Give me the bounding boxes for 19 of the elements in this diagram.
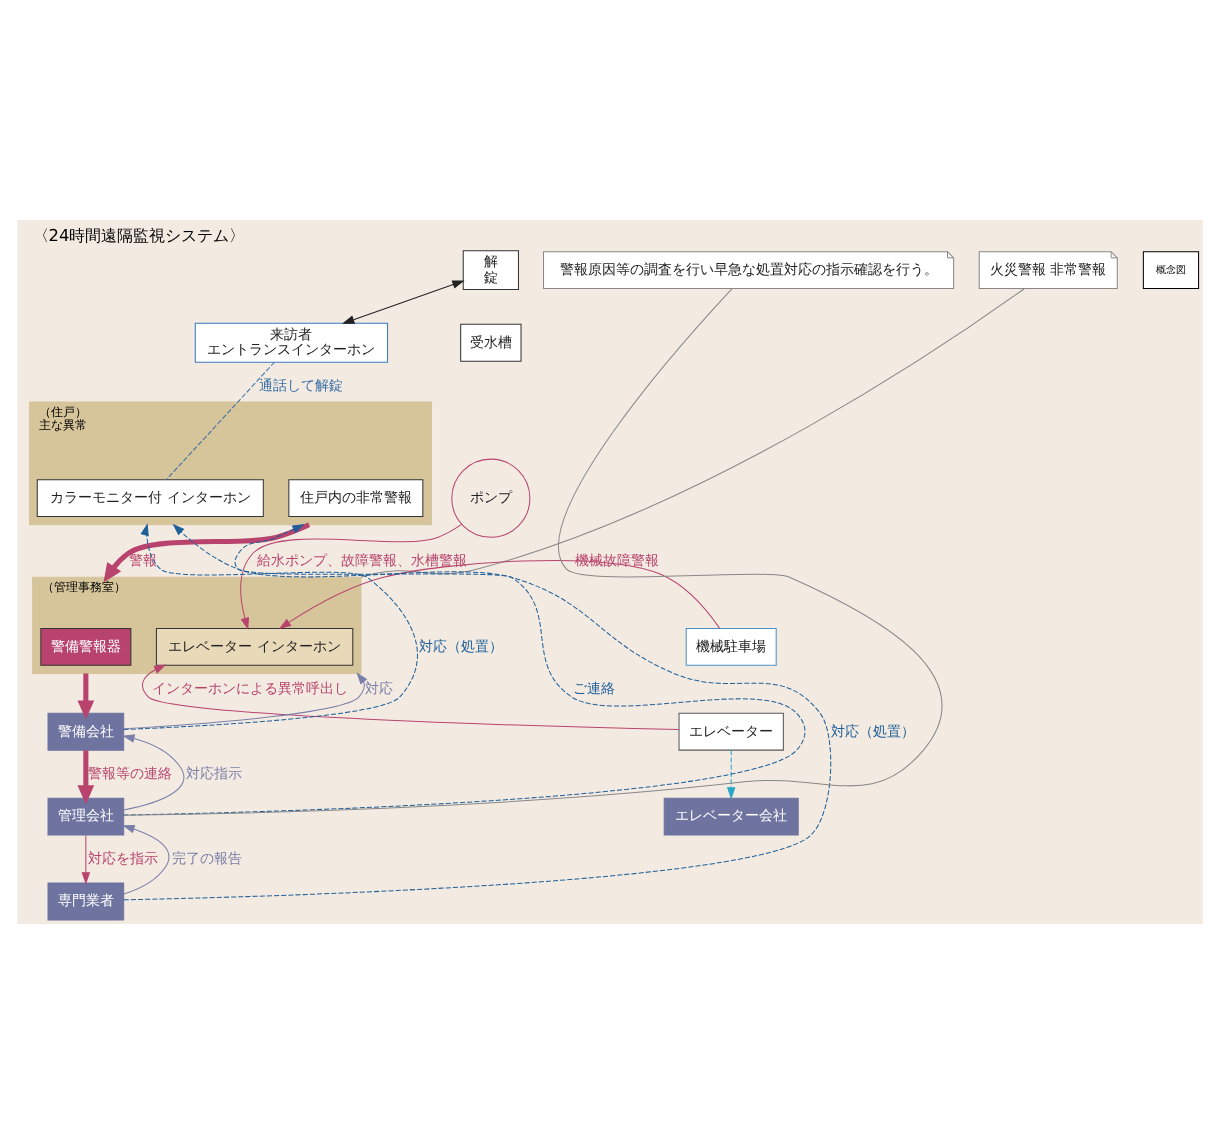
arrow: [81, 833, 91, 884]
connector: [123, 287, 942, 815]
arrow: [240, 522, 463, 629]
arrow: [278, 558, 721, 629]
arrow: [77, 672, 95, 719]
connector: [166, 360, 275, 480]
diagram-title: 〈24時間遠隔監視システム〉: [32, 224, 246, 245]
arrow: [123, 522, 832, 900]
arrow: [142, 663, 680, 730]
arrow: [122, 823, 170, 894]
connector: [360, 287, 1026, 577]
arrow: [123, 522, 418, 729]
arrow: [122, 733, 185, 810]
arrow: [123, 671, 368, 729]
arrow: [103, 521, 311, 582]
arrow: [123, 523, 806, 815]
arrow: [726, 748, 736, 799]
arrow: [77, 749, 95, 804]
arrow: [342, 279, 465, 323]
